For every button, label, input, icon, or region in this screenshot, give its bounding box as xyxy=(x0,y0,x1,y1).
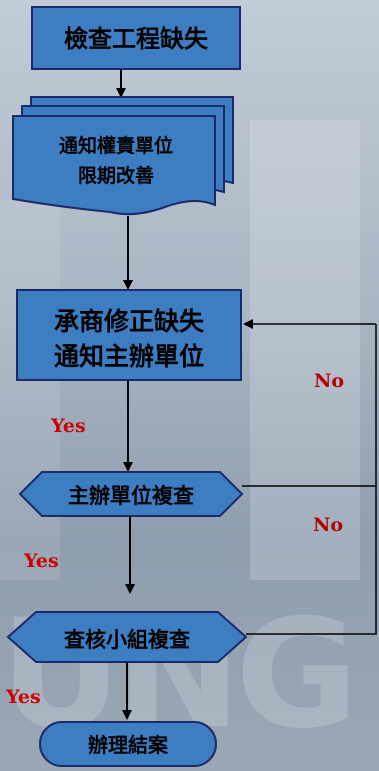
close-case-node: 辦理結案 xyxy=(39,721,217,767)
close-case-label: 辦理結案 xyxy=(88,733,169,757)
notify-line1-label: 通知權責單位 xyxy=(59,134,173,157)
review1-label: 主辦單位複查 xyxy=(68,484,194,508)
notify-line2-label: 限期改善 xyxy=(78,164,154,187)
fix-line2-label: 通知主辦單位 xyxy=(54,342,204,371)
host-unit-review-node: 主辦單位複查 xyxy=(18,471,244,517)
no-label-1: No xyxy=(314,370,344,392)
contractor-fix-node: 承商修正缺失 通知主辦單位 xyxy=(16,289,242,381)
no-loop-review2 xyxy=(246,324,377,635)
yes-label-2: Yes xyxy=(23,550,59,572)
inspect-defects-label: 檢查工程缺失 xyxy=(64,25,209,53)
no-label-2: No xyxy=(313,514,343,536)
review2-label: 查核小組複查 xyxy=(64,628,190,652)
yes-label-1: Yes xyxy=(50,415,86,437)
notify-responsible-unit-node: 通知權責單位 限期改善 xyxy=(12,96,234,216)
fix-line1-label: 承商修正缺失 xyxy=(54,307,205,336)
inspect-defects-node: 檢查工程缺失 xyxy=(31,6,241,70)
audit-team-review-node: 查核小組複查 xyxy=(6,611,248,663)
background-building xyxy=(250,120,360,580)
yes-label-3: Yes xyxy=(5,686,41,708)
